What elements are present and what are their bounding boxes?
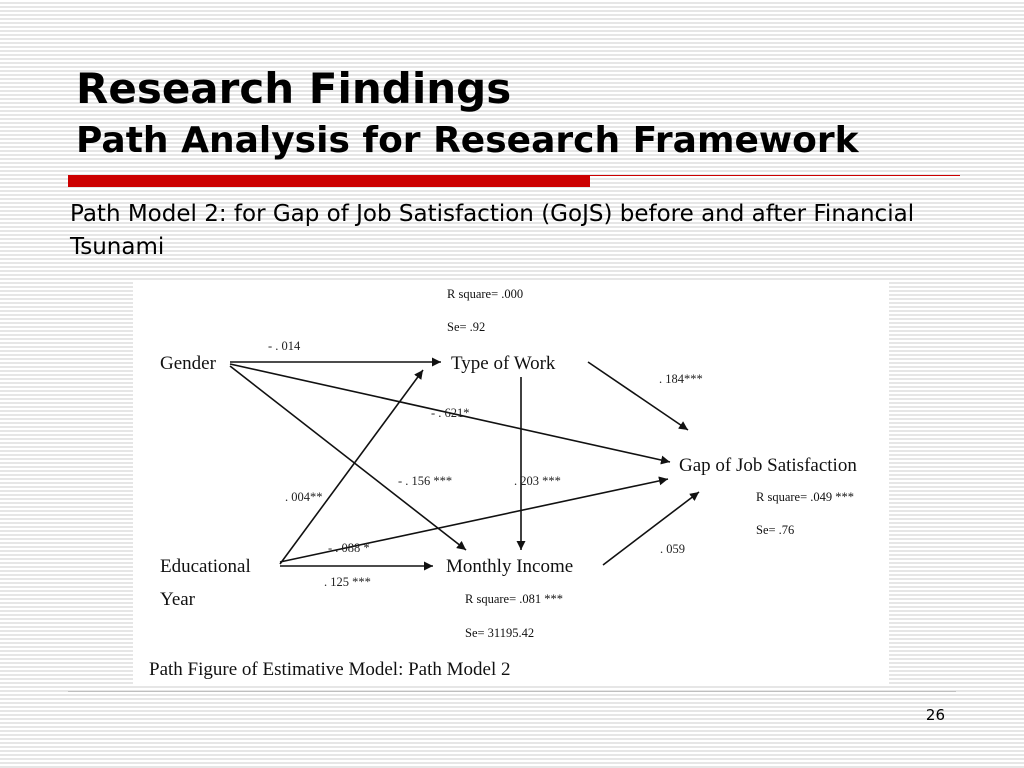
coef-gender-to-work: - . 014: [268, 339, 301, 353]
slide-title: Research Findings: [76, 64, 512, 113]
node-type-of-work: Type of Work: [451, 353, 556, 374]
stat-gojs-se: Se= .76: [756, 523, 794, 537]
figure-caption: Path Figure of Estimative Model: Path Mo…: [149, 659, 511, 680]
stat-type-of-work-se: Se= .92: [447, 320, 485, 334]
coef-work-to-income: . 203 ***: [514, 474, 561, 488]
coef-income-to-gojs: . 059: [660, 542, 685, 556]
stat-type-of-work-r-square: R square= .000: [447, 287, 523, 301]
coef-gender-to-gojs: - . 621*: [431, 406, 470, 420]
path-diagram: Gender Type of Work Gap of Job Satisfact…: [149, 287, 857, 680]
arrow-gender-to-gojs: [229, 363, 671, 465]
coef-work-to-gojs: . 184***: [659, 372, 703, 386]
arrow-income-to-gojs: [602, 491, 700, 566]
coef-edu-to-income: . 125 ***: [324, 575, 371, 589]
footer-divider: [68, 691, 956, 692]
slide-subtitle: Path Analysis for Research Framework: [76, 120, 859, 161]
stat-income-r-square: R square= .081 ***: [465, 592, 563, 606]
arrow-gender-to-income: [229, 365, 467, 551]
stat-gojs-r-square: R square= .049 ***: [756, 490, 854, 504]
title-underline-thin: [590, 175, 960, 176]
arrow-edu-to-gojs: [279, 476, 669, 563]
arrow-edu-to-work: [279, 369, 424, 565]
slide-description: Path Model 2: for Gap of Job Satisfactio…: [70, 201, 915, 260]
node-educational-year-line1: Educational: [160, 556, 251, 577]
coef-edu-to-work: . 004**: [285, 490, 323, 504]
coef-gender-to-income: - . 156 ***: [398, 474, 452, 488]
coef-edu-to-gojs: - . 088 *: [328, 541, 370, 555]
title-underline-accent: [68, 175, 590, 187]
node-educational-year-line2: Year: [160, 589, 196, 610]
node-gap-job-satisfaction: Gap of Job Satisfaction: [679, 455, 857, 476]
arrow-work-to-gojs: [587, 361, 689, 431]
node-gender: Gender: [160, 353, 217, 374]
stat-income-se: Se= 31195.42: [465, 626, 534, 640]
path-diagram-figure: Gender Type of Work Gap of Job Satisfact…: [133, 280, 889, 685]
node-monthly-income: Monthly Income: [446, 556, 573, 577]
page-number: 26: [925, 706, 945, 724]
